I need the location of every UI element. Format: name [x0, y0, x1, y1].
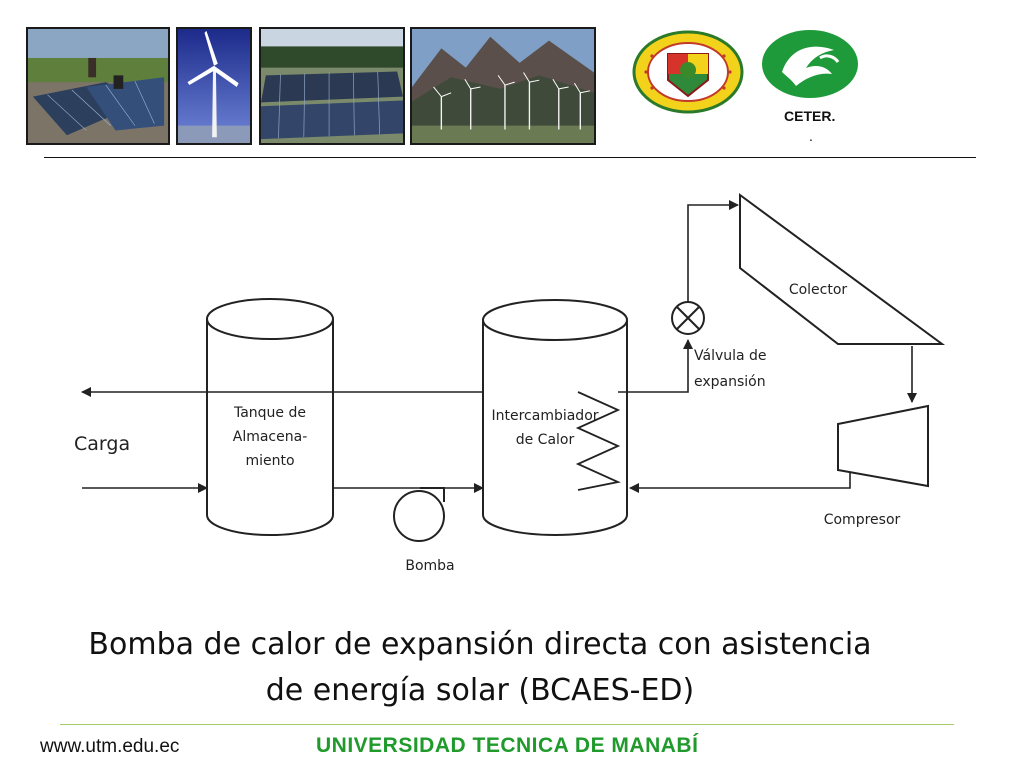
exchanger-coil — [575, 391, 621, 491]
header-divider — [44, 157, 976, 158]
pump-label: Bomba — [405, 558, 454, 574]
university-seal-logo — [632, 30, 744, 114]
footer-divider — [60, 724, 954, 725]
heat-pump-diagram: Tanque de Almacena- miento Intercambiado… — [74, 193, 946, 574]
tank-label-line-3: miento — [245, 453, 294, 469]
pump-symbol — [393, 487, 445, 542]
valve-label-line-2: expansión — [694, 374, 766, 390]
solar-field-photo — [259, 27, 405, 145]
website-link[interactable]: www.utm.edu.ec — [40, 736, 180, 757]
collector-label: Colector — [789, 282, 848, 298]
exchanger-label-line-1: Intercambiador — [491, 408, 598, 424]
refrigerant-line-to-exchanger — [629, 472, 851, 493]
refrigerant-line-to-valve — [618, 339, 693, 393]
ceter-label: CETER. — [784, 108, 836, 124]
compressor-label: Compresor — [824, 512, 901, 528]
slide-caption: Bomba de calor de expansión directa con … — [40, 622, 920, 714]
tank-label-line-1: Tanque de — [233, 405, 306, 421]
tank-label-line-2: Almacena- — [233, 429, 308, 445]
solar-collector — [739, 193, 946, 345]
load-label: Carga — [74, 433, 130, 455]
storage-tank — [206, 298, 334, 536]
university-name: UNIVERSIDAD TECNICA DE MANABÍ — [316, 734, 699, 757]
caption-line-1: Bomba de calor de expansión directa con … — [88, 627, 872, 662]
wind-farm-photo — [410, 27, 596, 145]
wind-turbine-photo — [176, 27, 252, 145]
ceter-dot: . — [809, 128, 813, 144]
heat-exchanger-tank — [482, 299, 628, 536]
caption-line-2: de energía solar (BCAES-ED) — [265, 673, 695, 708]
solar-roof-photo — [26, 27, 170, 145]
exchanger-label-line-2: de Calor — [516, 432, 575, 448]
refrigerant-line-to-collector — [687, 200, 739, 302]
compressor — [837, 404, 929, 488]
valve-label-line-1: Válvula de — [694, 348, 767, 364]
ceter-logo — [760, 28, 860, 100]
expansion-valve — [671, 301, 705, 335]
